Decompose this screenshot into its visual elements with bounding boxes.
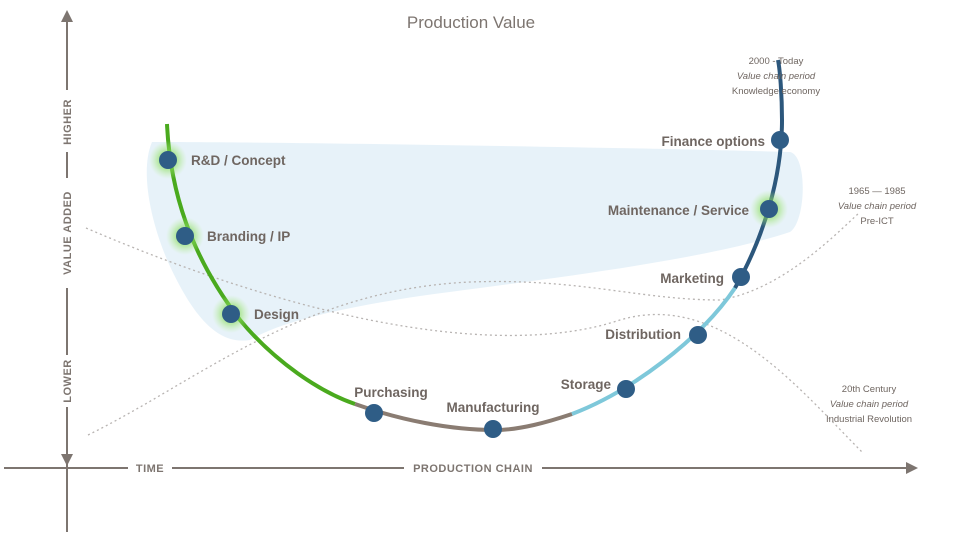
node-dot: [771, 131, 789, 149]
y-axis-higher-label: HIGHER: [62, 99, 74, 145]
node-dot: [159, 151, 177, 169]
era-name: Industrial Revolution: [826, 414, 912, 425]
y-axis-lower-label: LOWER: [62, 359, 74, 402]
era-name: Pre-ICT: [860, 216, 893, 227]
node-dot: [365, 404, 383, 422]
high-value-region: [146, 142, 803, 341]
node-design: Design: [212, 295, 299, 333]
era-period: Value chain period: [737, 71, 816, 82]
era-years: 20th Century: [842, 384, 897, 395]
node-label: Branding / IP: [207, 229, 290, 244]
node-label: Marketing: [660, 271, 724, 286]
node-label: Purchasing: [354, 385, 428, 400]
x-axis-title: PRODUCTION CHAIN: [413, 463, 533, 475]
node-dot: [222, 305, 240, 323]
node-purchasing: Purchasing: [354, 385, 428, 422]
node-label: Manufacturing: [447, 400, 540, 415]
era-curve-industrial: [85, 227, 863, 453]
node-label: Storage: [561, 377, 612, 392]
node-finance-options: Finance options: [661, 131, 789, 149]
node-label: Maintenance / Service: [608, 203, 750, 218]
era-years: 1965 — 1985: [848, 186, 905, 197]
node-label: Finance options: [661, 134, 765, 149]
node-label: Design: [254, 307, 299, 322]
era-period: Value chain period: [830, 399, 909, 410]
era-knowledge-economy: 2000 - Today Value chain period Knowledg…: [732, 56, 820, 97]
y-axis-title: VALUE ADDED: [62, 191, 74, 275]
axes: [4, 10, 918, 532]
x-axis-time-label: TIME: [136, 463, 164, 475]
node-branding-ip: Branding / IP: [166, 217, 290, 255]
era-period: Value chain period: [838, 201, 917, 212]
node-dot: [176, 227, 194, 245]
node-dot: [760, 200, 778, 218]
era-name: Knowledge economy: [732, 86, 820, 97]
node-storage: Storage: [561, 377, 635, 398]
node-label: R&D / Concept: [191, 153, 286, 168]
era-pre-ict: 1965 — 1985 Value chain period Pre-ICT: [838, 186, 917, 227]
era-years: 2000 - Today: [749, 56, 804, 67]
node-manufacturing: Manufacturing: [447, 400, 540, 438]
node-label: Distribution: [605, 327, 681, 342]
node-dot: [689, 326, 707, 344]
node-dot: [732, 268, 750, 286]
era-industrial-revolution: 20th Century Value chain period Industri…: [826, 384, 912, 425]
node-marketing: Marketing: [660, 268, 750, 286]
curve-segment-light-blue: [571, 286, 737, 416]
node-dot: [617, 380, 635, 398]
era-curve-pre-ict: [87, 211, 861, 436]
diagram-title: Production Value: [407, 13, 535, 32]
node-rd-concept: R&D / Concept: [149, 141, 286, 179]
node-maintenance-service: Maintenance / Service: [608, 190, 788, 228]
node-distribution: Distribution: [605, 326, 707, 344]
node-dot: [484, 420, 502, 438]
